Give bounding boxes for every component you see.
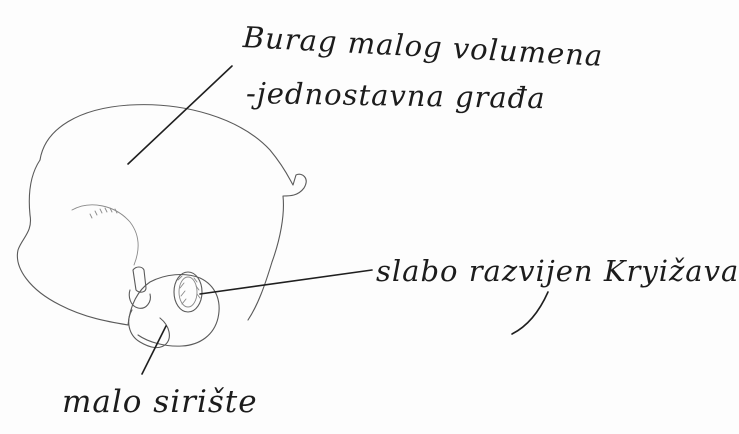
rumen-outline: [39, 104, 307, 321]
reticulum-ridges: [177, 275, 201, 305]
reticulum-outline: [127, 273, 220, 347]
reticulum-ring-inner: [178, 276, 198, 308]
label-rumen-description: -jednostavna građa: [245, 76, 546, 116]
rumen-fold: [71, 204, 139, 266]
abomasum-outline: [128, 309, 170, 349]
rumen-ventral-outline: [16, 159, 129, 326]
esophagus-tube: [132, 266, 147, 293]
leader-reticulum: [199, 269, 373, 295]
leader-reticulum-underline: [511, 291, 549, 335]
leader-abomasum: [141, 325, 167, 375]
leader-rumen: [127, 65, 233, 165]
esophagus-neck: [128, 289, 151, 309]
label-reticulum: slabo razvijen Kryižavac: [376, 254, 739, 288]
reticulum-ring: [173, 271, 203, 313]
junction-hatching: [89, 207, 118, 219]
label-abomasum: malo sirište: [62, 384, 258, 420]
